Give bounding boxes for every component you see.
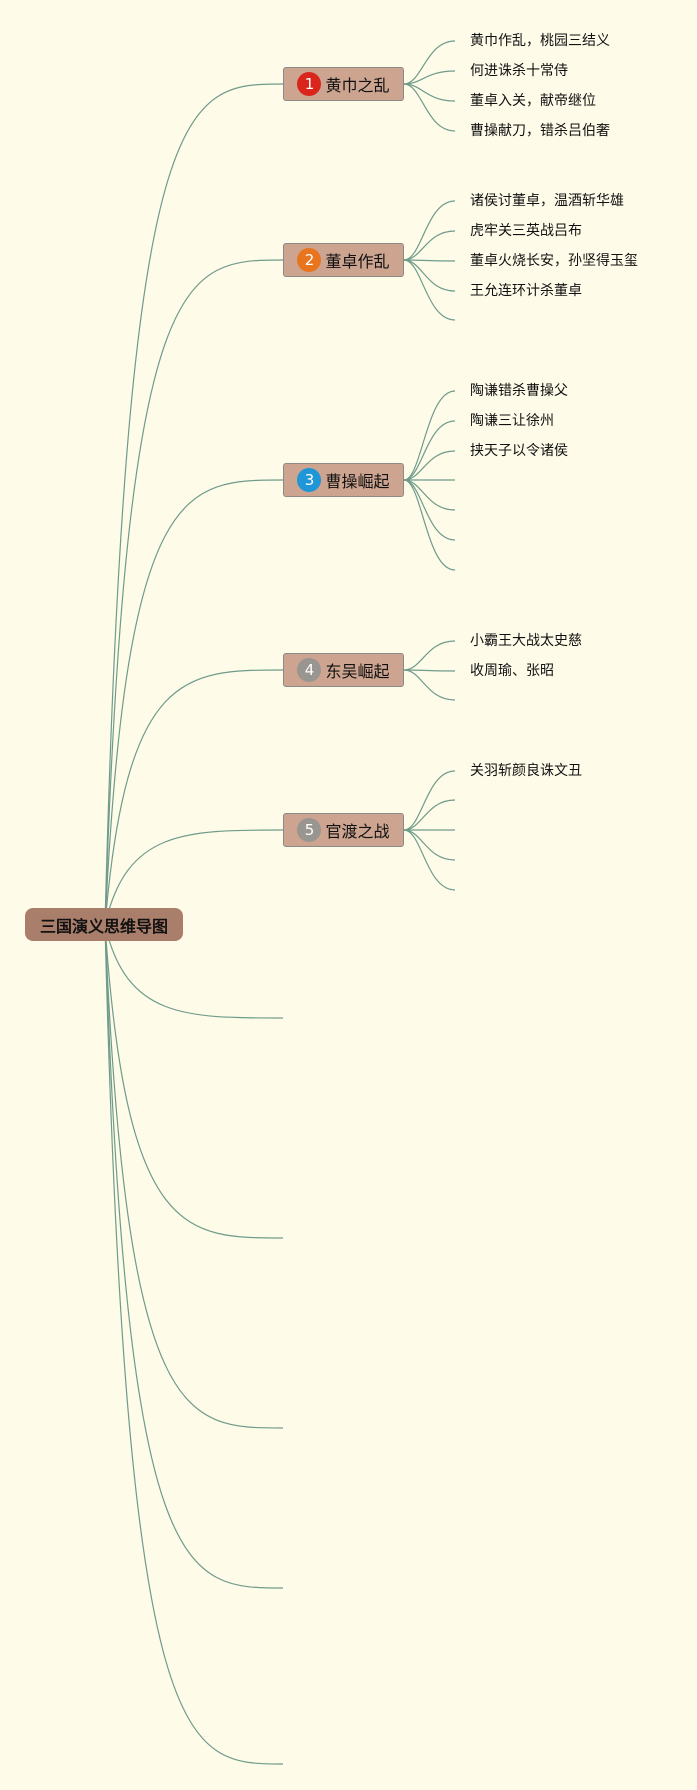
topic-node-5[interactable]: 5 官渡之战: [283, 813, 404, 847]
subtopic-4-1[interactable]: 小霸王大战太史慈: [470, 633, 582, 649]
number-badge-4: 4: [297, 658, 322, 682]
subtopic-2-2[interactable]: 虎牢关三英战吕布: [470, 223, 582, 239]
topic-node-3[interactable]: 3 曹操崛起: [283, 463, 404, 497]
subtopic-1-3[interactable]: 董卓入关，献帝继位: [470, 93, 596, 109]
root-label: 三国演义思维导图: [39, 916, 168, 936]
subtopic-3-2[interactable]: 陶谦三让徐州: [470, 413, 554, 429]
topic-label-5: 官渡之战: [325, 822, 390, 841]
topic-label-4: 东吴崛起: [325, 662, 390, 681]
topic-node-2[interactable]: 2 董卓作乱: [283, 243, 404, 277]
topic-node-1[interactable]: 1 黄巾之乱: [283, 67, 404, 101]
root-node[interactable]: 三国演义思维导图: [25, 908, 183, 941]
subtopic-2-4[interactable]: 王允连环计杀董卓: [470, 283, 582, 299]
subtopic-2-3[interactable]: 董卓火烧长安，孙坚得玉玺: [470, 253, 638, 269]
subtopic-2-1[interactable]: 诸侯讨董卓，温酒斩华雄: [470, 193, 624, 209]
subtopic-3-1[interactable]: 陶谦错杀曹操父: [470, 383, 568, 399]
number-badge-5: 5: [297, 818, 322, 842]
topic-label-3: 曹操崛起: [325, 472, 390, 491]
topic-label-1: 黄巾之乱: [325, 76, 390, 95]
subtopic-4-2[interactable]: 收周瑜、张昭: [470, 663, 554, 679]
topic-label-2: 董卓作乱: [325, 252, 390, 271]
number-badge-1: 1: [297, 72, 322, 96]
subtopic-3-3[interactable]: 挟天子以令诸侯: [470, 443, 568, 459]
subtopic-1-1[interactable]: 黄巾作乱，桃园三结义: [470, 33, 610, 49]
subtopic-5-1[interactable]: 关羽斩颜良诛文丑: [470, 763, 582, 779]
topic-node-4[interactable]: 4 东吴崛起: [283, 653, 404, 687]
number-badge-3: 3: [297, 468, 322, 492]
subtopic-1-2[interactable]: 何进诛杀十常侍: [470, 63, 568, 79]
number-badge-2: 2: [297, 248, 322, 272]
subtopic-1-4[interactable]: 曹操献刀，错杀吕伯奢: [470, 123, 610, 139]
